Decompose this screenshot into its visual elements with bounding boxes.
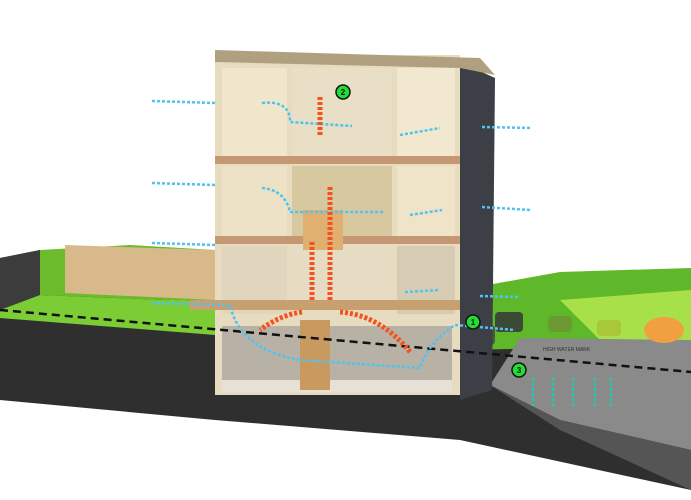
- marker-3: 3: [511, 362, 527, 378]
- marker-2: 2: [335, 84, 351, 100]
- svg-text:1: 1: [471, 318, 476, 327]
- svg-text:3: 3: [517, 366, 522, 375]
- marker-1: 1: [465, 314, 481, 330]
- high-water-mark-line: [0, 308, 691, 374]
- high-water-mark-label: HIGH WATER MARK: [543, 347, 591, 353]
- room-floor3-right: [397, 68, 455, 156]
- basement-stairs: [300, 320, 330, 390]
- room-floor3-left: [222, 68, 287, 156]
- building: [190, 50, 495, 400]
- fence: [65, 245, 215, 300]
- drainage-arrows: [531, 378, 613, 408]
- svg-text:2: 2: [341, 88, 346, 97]
- stair-core: [303, 210, 343, 250]
- flood-zone: [490, 338, 691, 490]
- airflow-arrows: [151, 99, 533, 370]
- heat-arrows: [258, 95, 412, 354]
- room-floor3-mid: [292, 68, 392, 156]
